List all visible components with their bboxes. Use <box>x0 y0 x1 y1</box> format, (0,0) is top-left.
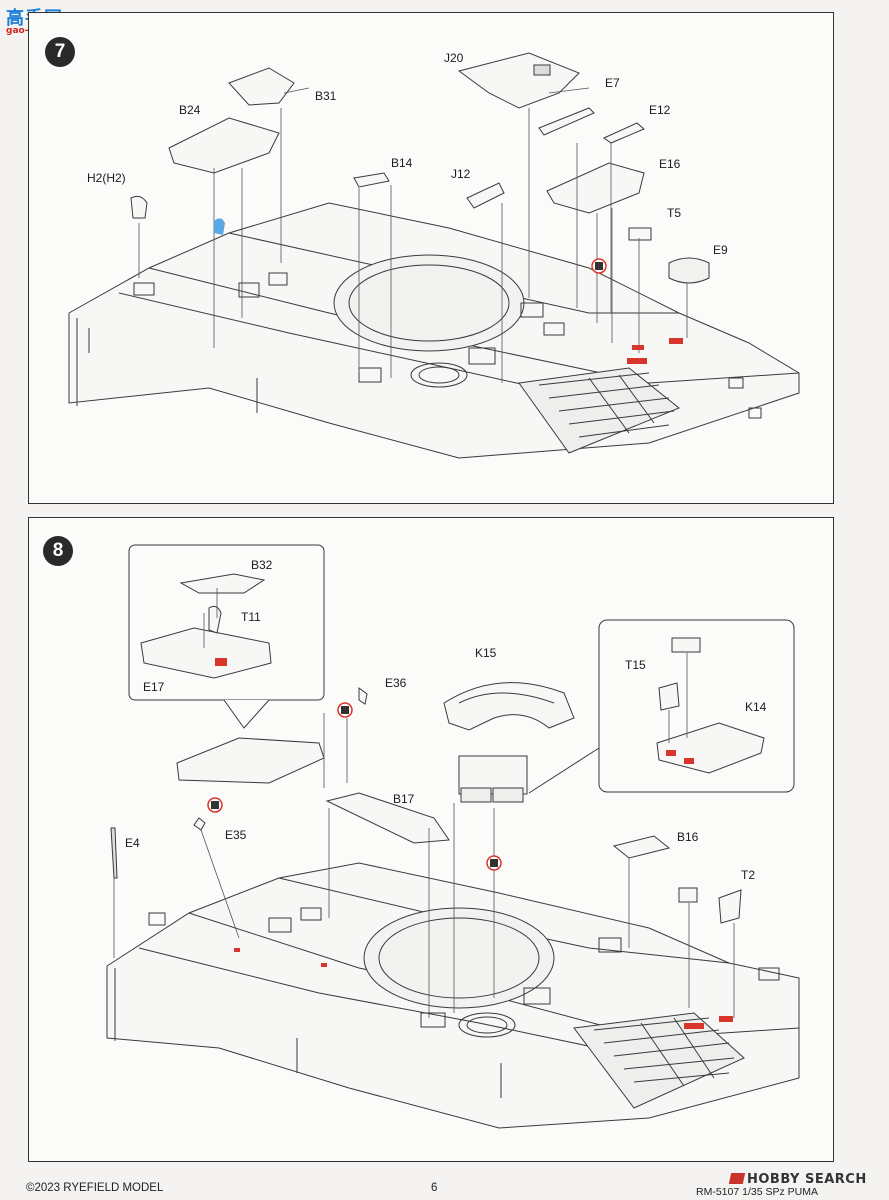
footer-copyright: ©2023 RYEFIELD MODEL <box>26 1182 164 1194</box>
part-label-b14: B14 <box>391 156 413 170</box>
part-label-t5: T5 <box>667 206 682 220</box>
part-label-e35: E35 <box>225 828 247 842</box>
part-label-t2: T2 <box>741 868 756 882</box>
part-label-e17: E17 <box>143 680 165 694</box>
part-label-b31: B31 <box>315 89 337 103</box>
part-label-h2: H2(H2) <box>87 171 126 185</box>
part-label-j20: J20 <box>444 51 464 65</box>
part-label-e4: E4 <box>125 836 140 850</box>
part-label-b17: B17 <box>393 792 415 806</box>
part-label-k15: K15 <box>475 646 497 660</box>
part-label-e7: E7 <box>605 76 620 90</box>
step-8-badge: 8 <box>43 536 73 566</box>
step-8-hull-illustration <box>106 544 800 1129</box>
hobby-search-text: HOBBY SEARCH <box>747 1172 867 1187</box>
step-7-badge: 7 <box>45 37 75 67</box>
step-7-panel: 7 <box>28 12 834 504</box>
part-label-j12: J12 <box>451 167 471 181</box>
glue-icon <box>591 258 607 274</box>
step-8-panel: 8 <box>28 517 834 1162</box>
hobby-search-logo: HOBBY SEARCH <box>728 1172 867 1187</box>
part-label-t15: T15 <box>625 658 646 672</box>
part-label-k14: K14 <box>745 700 767 714</box>
part-label-e12: E12 <box>649 103 671 117</box>
footer-page-number: 6 <box>431 1182 438 1194</box>
part-label-e9: E9 <box>713 243 728 257</box>
footer-model-code: RM-5107 1/35 SPz PUMA <box>696 1186 818 1198</box>
part-label-b32: B32 <box>251 558 273 572</box>
part-label-e36: E36 <box>385 676 407 690</box>
part-label-b16: B16 <box>677 830 699 844</box>
hobby-search-mark-icon <box>728 1173 746 1184</box>
part-label-t11: T11 <box>241 610 261 624</box>
part-label-b24: B24 <box>179 103 201 117</box>
glue-icon <box>207 702 502 871</box>
part-label-e16: E16 <box>659 157 681 171</box>
step-7-hull-illustration <box>68 52 800 459</box>
